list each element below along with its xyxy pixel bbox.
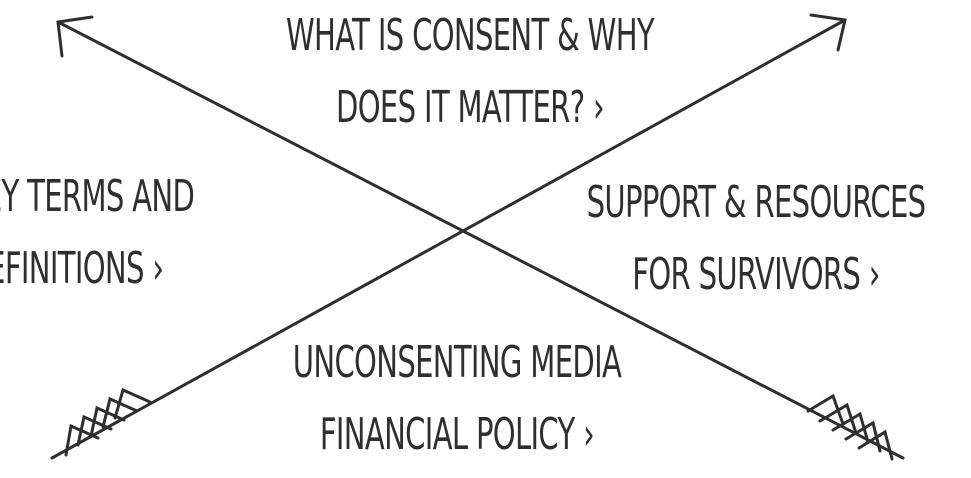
link-key-terms[interactable]: KEY TERMS AND DEFINITIONS › [0, 161, 409, 305]
link-financial-policy[interactable]: UNCONSENTING MEDIA FINANCIAL POLICY › [213, 327, 701, 471]
link-support-resources[interactable]: SUPPORT & RESOURCES FOR SURVIVORS › [542, 167, 970, 311]
link-label-line: UNCONSENTING MEDIA [292, 337, 622, 388]
link-label-line: KEY TERMS AND [0, 171, 195, 222]
link-label-line: FOR SURVIVORS › [632, 249, 880, 300]
link-label-line: SUPPORT & RESOURCES [586, 177, 926, 228]
arrow-up-right-icon [50, 13, 847, 460]
arrow-up-left-icon [56, 15, 905, 461]
link-label-line: DEFINITIONS › [0, 243, 164, 294]
link-label-line: FINANCIAL POLICY › [319, 409, 595, 460]
fletching-icon [806, 393, 894, 461]
link-label-line: WHAT IS CONSENT & WHY [285, 10, 655, 61]
link-what-is-consent[interactable]: WHAT IS CONSENT & WHY DOES IT MATTER? › [199, 0, 740, 144]
fletching-icon [64, 387, 152, 457]
link-label-line: DOES IT MATTER? › [336, 82, 605, 133]
